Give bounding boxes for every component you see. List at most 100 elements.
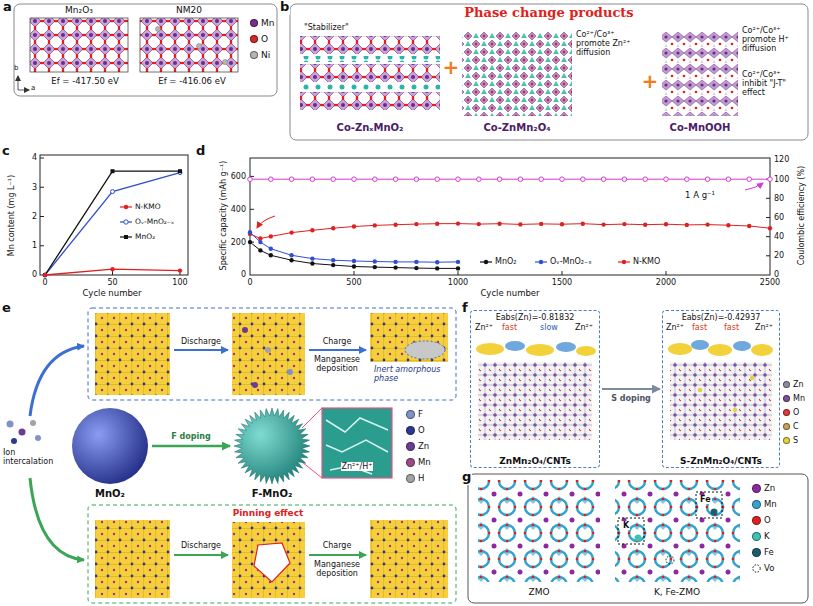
label-text: 60 [774, 213, 784, 222]
highlight-box [618, 518, 644, 544]
legend-text: Mn [793, 394, 805, 403]
panel-letter: a [2, 0, 13, 15]
panel-letter: d [196, 144, 205, 159]
dashed-frame [88, 505, 456, 603]
legend-line-sample [120, 203, 132, 211]
label-text: 200 [231, 238, 246, 247]
legend-text: Vo [764, 564, 774, 574]
charge-density [668, 343, 692, 355]
legend-swatch [406, 442, 415, 451]
sulfur-atom [698, 388, 702, 392]
label-text: Co-ZnMn₂O₄ [483, 122, 550, 134]
crystal-structure [478, 362, 592, 440]
label-text: Ef = -416.06 eV [158, 77, 225, 87]
label-text: Fe [699, 495, 712, 504]
label-text: Co²⁺/Co³⁺ inhibit "J-T" effect [742, 70, 806, 98]
label-text: 50 [107, 278, 117, 287]
legend-text: Oᵥ-MnO₂₋ₓ [135, 218, 174, 227]
label-text: ZMO [528, 587, 549, 597]
legend-line-sample [480, 258, 492, 266]
legend-swatch [752, 500, 761, 509]
legend-item: N-KMO [618, 257, 660, 266]
legend-text: Zn [764, 484, 775, 494]
legend-swatch [250, 35, 258, 43]
sample-marker [484, 259, 488, 263]
label-text: Charge [323, 541, 352, 550]
legend-swatch [752, 532, 761, 541]
panel-letter: b [279, 0, 290, 15]
crystal-structure [370, 520, 448, 598]
legend-item: Ni [250, 50, 270, 60]
label-text: 3 [32, 183, 37, 192]
axis-ticks [40, 158, 180, 275]
label-text: Discharge [181, 541, 221, 550]
legend-item: N-KMO [120, 203, 161, 212]
path-arrow [30, 478, 84, 560]
node-text: S-ZnMn₂O₄/CNTs [663, 456, 779, 466]
process-arrow [309, 554, 366, 556]
label-text: Zn²⁺/H⁺ [341, 462, 374, 471]
sample-marker [124, 205, 128, 209]
legend-swatch [406, 474, 415, 483]
crystal-structure [232, 313, 305, 395]
connector-arrow [152, 445, 230, 448]
legend-text: O [261, 34, 268, 44]
charge-density [476, 343, 504, 355]
dashed-frame [88, 308, 456, 400]
charge-density [691, 340, 709, 350]
sulfur-atom [733, 408, 737, 412]
highlight-box [696, 492, 722, 518]
panel-letter: e [2, 301, 11, 316]
node-text: Eabs(Zn)=-0.81832 [471, 313, 599, 322]
dashed-box: Eabs(Zn)=-0.42937S-ZnMn₂O₄/CNTs [662, 310, 780, 468]
edge-label: S doping [610, 394, 652, 403]
legend-swatch [783, 409, 790, 416]
label-text: Co-MnOOH [670, 122, 731, 134]
legend-text: Zn [418, 442, 429, 452]
axis-title: Specific capacity (mAh g⁻¹) [219, 161, 228, 271]
legend-item: Vo [752, 564, 774, 574]
panel-frame [290, 4, 808, 140]
plot-frame [250, 158, 770, 275]
mno2-sphere [72, 408, 148, 484]
sample-marker [539, 259, 543, 263]
label-text: 120 [774, 155, 789, 164]
legend-text: MnO₂ [495, 257, 516, 266]
charge-density [526, 344, 554, 356]
label-text: 2500 [760, 278, 780, 287]
zinc-row [300, 84, 440, 90]
ion [7, 421, 14, 428]
legend-item: Zn [752, 484, 775, 494]
crystal-structure [95, 313, 170, 395]
charge-density [751, 344, 773, 356]
label-text: slow [540, 323, 558, 332]
legend-text: H [418, 474, 424, 484]
panel-e [7, 308, 457, 603]
label-text: Mn₂O₃ [65, 5, 93, 15]
legend-item: Zn [783, 380, 804, 389]
zinc-row [300, 56, 440, 62]
legend-text: C [793, 422, 799, 431]
path-arrow [30, 346, 84, 416]
legend-text: O [764, 516, 771, 526]
label-text: 2 [32, 212, 37, 221]
legend-text: N-KMO [135, 203, 161, 212]
label-text: fast [724, 323, 739, 332]
axis-pointer [257, 216, 275, 228]
legend-swatch [783, 437, 790, 444]
label-text: 1500 [552, 278, 572, 287]
legend-item: O [752, 516, 771, 526]
process-arrow [174, 349, 228, 351]
panel-letter: f [461, 301, 469, 316]
label-text: 1 [32, 241, 37, 250]
axis-arrow [18, 76, 19, 90]
ion [287, 369, 293, 375]
charge-density [576, 346, 596, 356]
mno2-layer [300, 92, 440, 110]
data-line [45, 269, 180, 275]
channel-lines [326, 418, 388, 474]
legend-item: O [250, 34, 268, 44]
label-text: Discharge [181, 337, 221, 346]
edge-label: F doping [170, 432, 211, 441]
vacancy [666, 556, 674, 564]
